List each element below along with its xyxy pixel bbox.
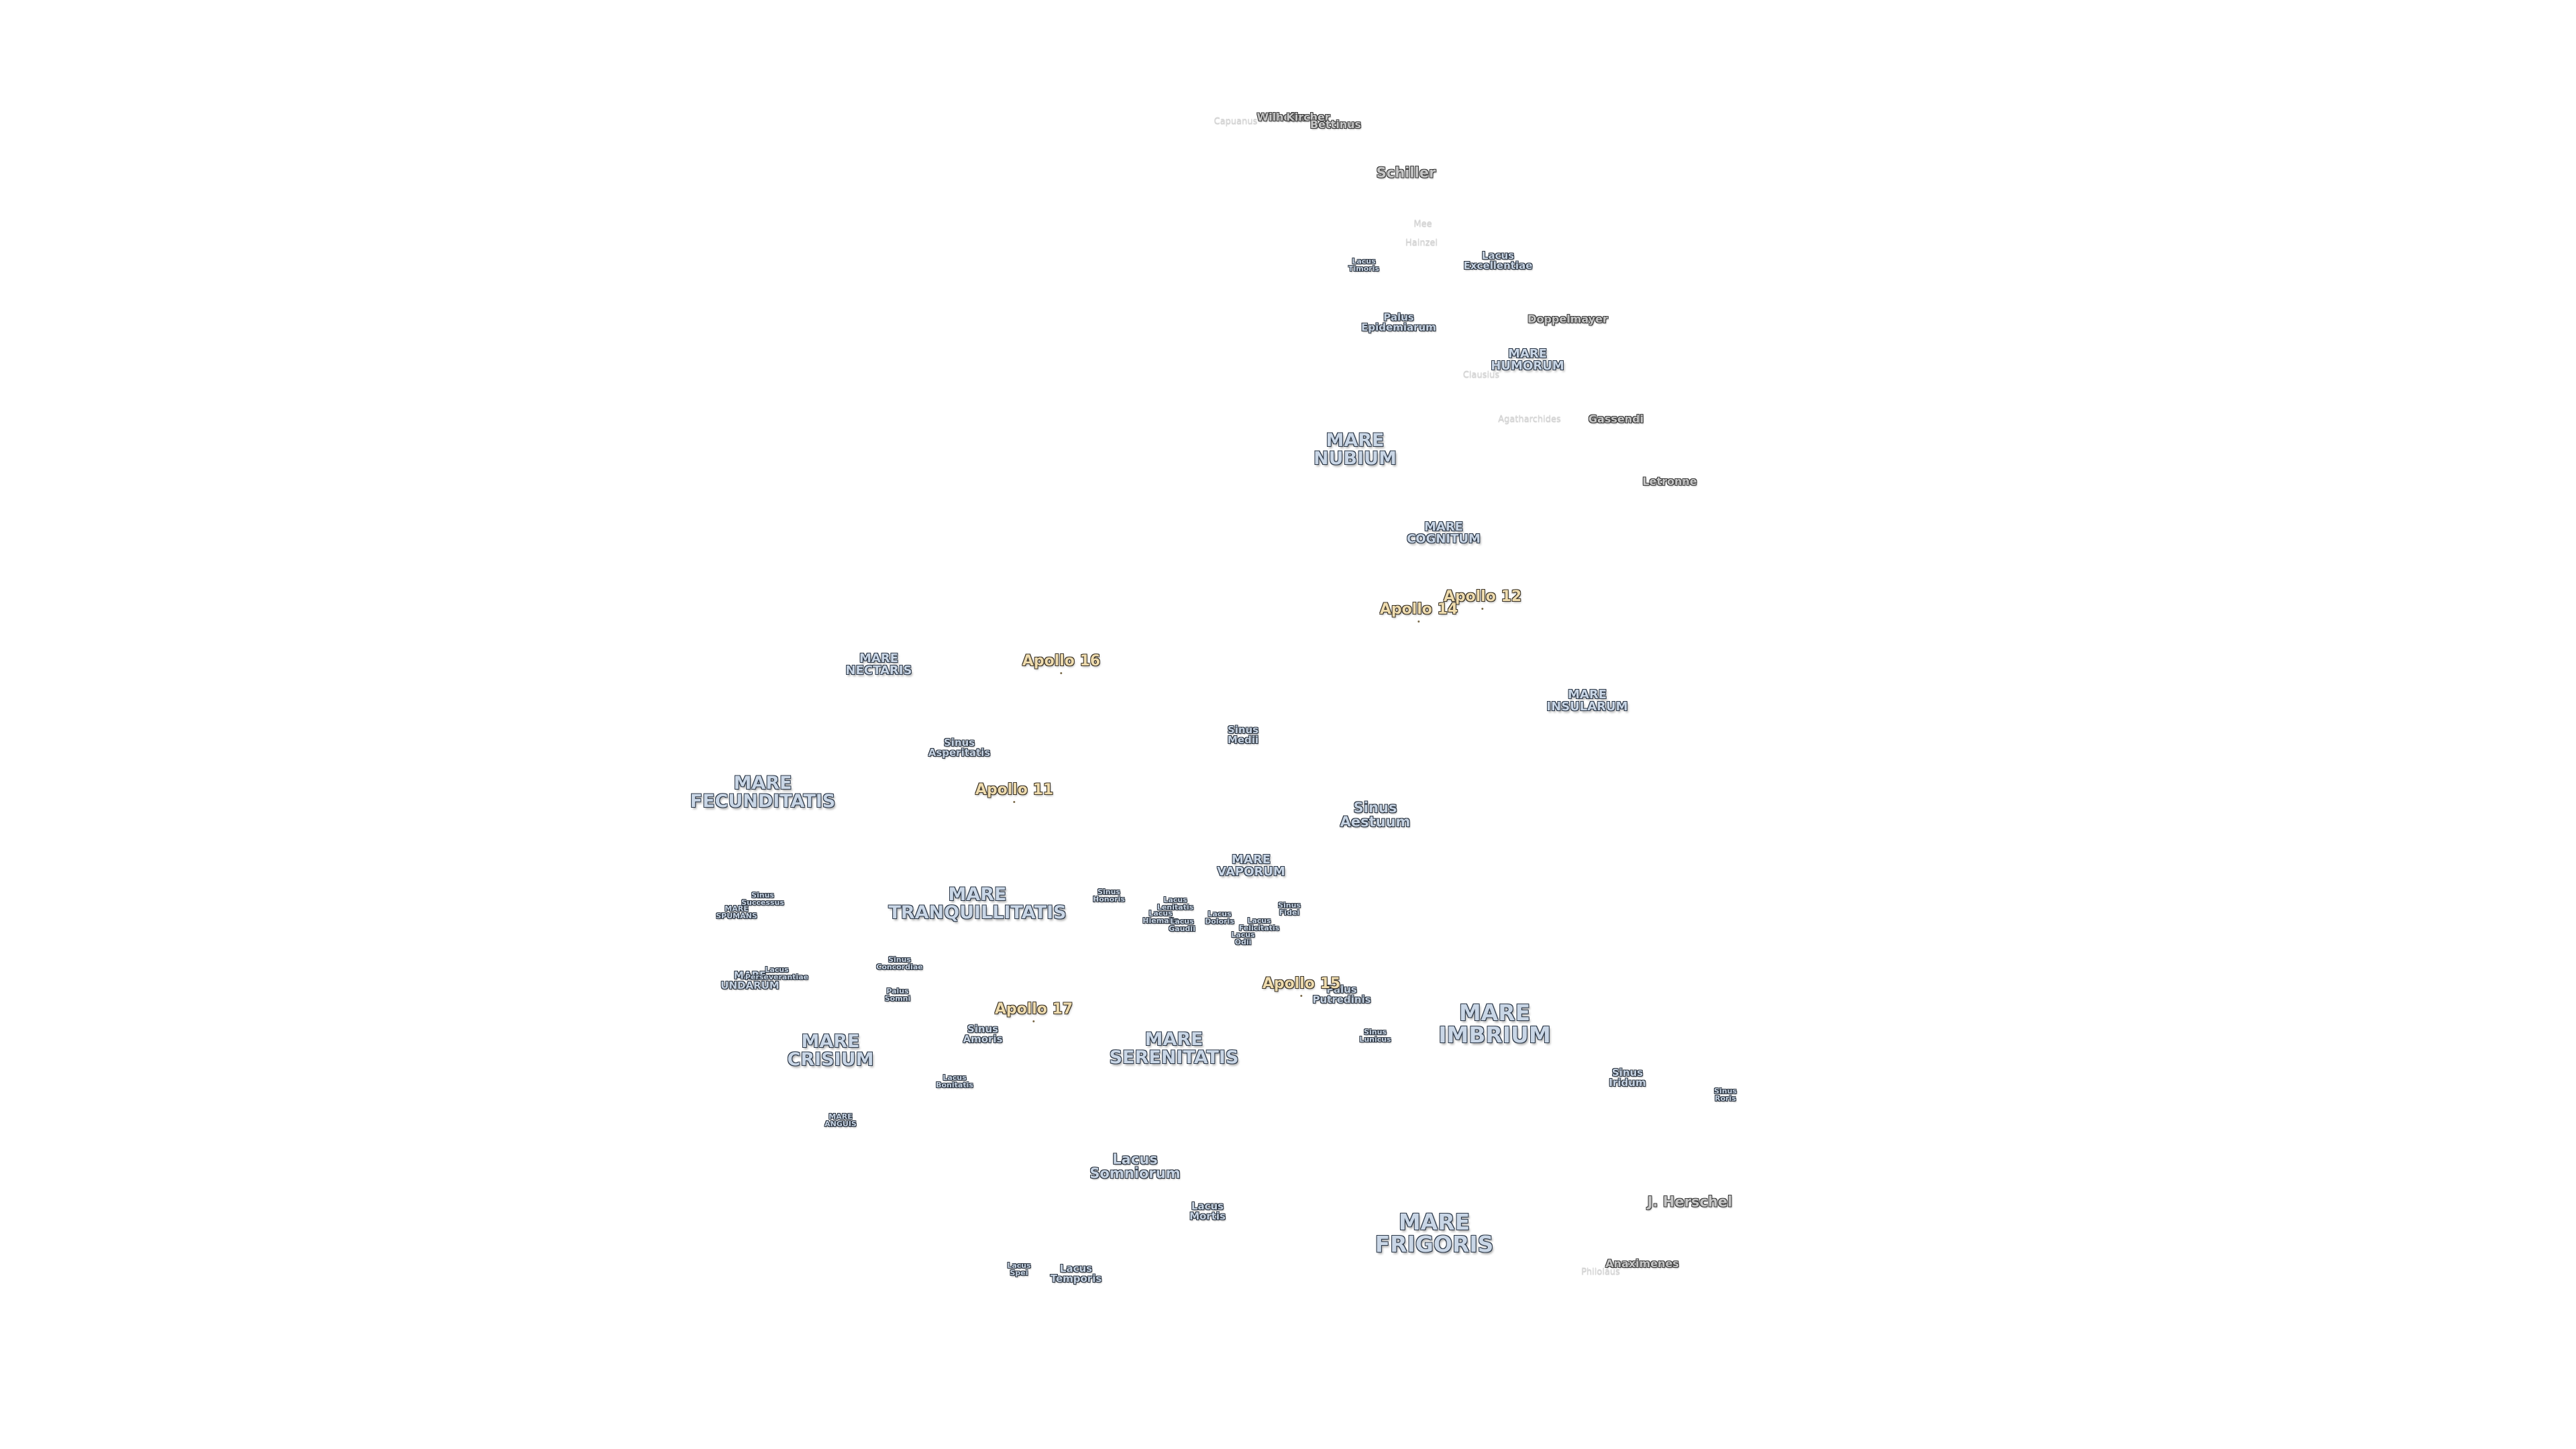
label-clausius[interactable]: Clausius — [1462, 370, 1500, 380]
label-mare-undarum[interactable]: MARE UNDARUM — [720, 969, 780, 991]
label-sinus-aestuum[interactable]: Sinus Aestuum — [1340, 800, 1411, 830]
label-mare-insularum[interactable]: MARE INSULARUM — [1546, 688, 1628, 714]
label-lacus-excellentiae[interactable]: Lacus Excellentiae — [1463, 250, 1533, 272]
label-wilhelm[interactable]: Wilhelm — [1256, 111, 1306, 123]
label-sinus-concordiae[interactable]: Sinus Concordiae — [876, 955, 923, 971]
label-palus-epidemiarum[interactable]: Palus Epidemiarum — [1361, 311, 1436, 333]
label-kircher[interactable]: Kircher — [1286, 111, 1330, 123]
label-agatharchides[interactable]: Agatharchides — [1498, 414, 1561, 425]
label-sinus-amoris[interactable]: Sinus Amoris — [963, 1023, 1003, 1045]
label-lacus-temporis[interactable]: Lacus Temporis — [1050, 1263, 1102, 1285]
label-schiller[interactable]: Schiller — [1376, 164, 1436, 181]
label-apollo-16[interactable]: Apollo 16 — [1022, 653, 1101, 669]
label-capuanus[interactable]: Capuanus — [1214, 116, 1258, 127]
label-lacus-spei[interactable]: Lacus Spei — [1007, 1261, 1031, 1277]
label-mare-tranquillitatis[interactable]: MARE TRANQUILLITATIS — [888, 884, 1067, 923]
label-sinus-asperitatis[interactable]: Sinus Asperitatis — [928, 737, 991, 759]
label-j-herschel[interactable]: J. Herschel — [1647, 1193, 1733, 1210]
label-sinus-lunicus[interactable]: Sinus Lunicus — [1359, 1028, 1391, 1044]
label-mee[interactable]: Mee — [1413, 219, 1432, 229]
label-lacus-felicitatis[interactable]: Lacus Felicitatis — [1238, 916, 1280, 932]
label-lacus-timoris[interactable]: Lacus Timoris — [1348, 257, 1380, 273]
label-lacus-perseverantiae[interactable]: Lacus Perseverantiae — [745, 965, 809, 981]
label-doppelmayer[interactable]: Doppelmayer — [1527, 313, 1608, 325]
label-hainzel[interactable]: Hainzel — [1405, 237, 1438, 248]
label-sinus-honoris[interactable]: Sinus Honoris — [1093, 888, 1125, 904]
label-mare-fecunditatis[interactable]: MARE FECUNDITATIS — [690, 773, 836, 812]
label-lacus-odii[interactable]: Lacus Odii — [1231, 930, 1255, 947]
label-lacus-mortis[interactable]: Lacus Mortis — [1189, 1200, 1226, 1222]
label-mare-nectaris[interactable]: MARE NECTARIS — [845, 651, 912, 678]
label-apollo-17[interactable]: Apollo 17 — [994, 1001, 1073, 1018]
label-philolaus[interactable]: Philolaus — [1581, 1267, 1620, 1277]
label-mare-crisium[interactable]: MARE CRISIUM — [787, 1031, 874, 1070]
label-mare-vaporum[interactable]: MARE VAPORUM — [1217, 853, 1285, 879]
label-apollo-11[interactable]: Apollo 11 — [975, 782, 1054, 798]
label-lacus-lenitatis[interactable]: Lacus Lenitatis — [1157, 896, 1194, 912]
label-sinus-iridum[interactable]: Sinus Iridum — [1609, 1067, 1646, 1089]
label-lacus-bonitatis[interactable]: Lacus Bonitatis — [936, 1073, 973, 1089]
label-apollo-15[interactable]: Apollo 15 — [1262, 975, 1341, 992]
label-mare-nubium[interactable]: MARE NUBIUM — [1313, 430, 1397, 469]
label-sinus-successus[interactable]: Sinus Successus — [741, 891, 784, 907]
label-gassendi[interactable]: Gassendi — [1588, 413, 1644, 425]
label-mare-frigoris[interactable]: MARE FRIGORIS — [1375, 1209, 1494, 1257]
label-sinus-roris[interactable]: Sinus Roris — [1714, 1087, 1737, 1103]
label-anaximenes[interactable]: Anaximenes — [1605, 1257, 1679, 1270]
label-mare-humorum[interactable]: MARE HUMORUM — [1491, 347, 1564, 373]
label-mare-spumans[interactable]: MARE SPUMANS — [716, 904, 757, 920]
label-apollo-14[interactable]: Apollo 14 — [1379, 601, 1458, 618]
label-bettinus[interactable]: Bettinus — [1309, 118, 1362, 131]
label-lacus-gaudii[interactable]: Lacus Gaudii — [1169, 917, 1195, 933]
label-apollo-12[interactable]: Apollo 12 — [1443, 588, 1522, 605]
label-mare-anguis[interactable]: MARE ANGUIS — [824, 1112, 857, 1128]
label-sinus-fidei[interactable]: Sinus Fidei — [1278, 901, 1301, 917]
label-mare-serenitatis[interactable]: MARE SERENITATIS — [1109, 1029, 1239, 1068]
label-mare-imbrium[interactable]: MARE IMBRIUM — [1438, 1000, 1551, 1048]
label-palus-somni[interactable]: Palus Somni — [884, 987, 911, 1003]
label-lacus-doloris[interactable]: Lacus Doloris — [1205, 910, 1234, 926]
label-lacus-hiemalis[interactable]: Lacus Hiemalis — [1142, 909, 1179, 925]
label-mare-cognitum[interactable]: MARE COGNITUM — [1407, 520, 1481, 546]
label-lacus-somniorum[interactable]: Lacus Somniorum — [1089, 1151, 1181, 1181]
label-sinus-medii[interactable]: Sinus Medii — [1227, 724, 1259, 746]
label-letronne[interactable]: Letronne — [1642, 475, 1697, 488]
